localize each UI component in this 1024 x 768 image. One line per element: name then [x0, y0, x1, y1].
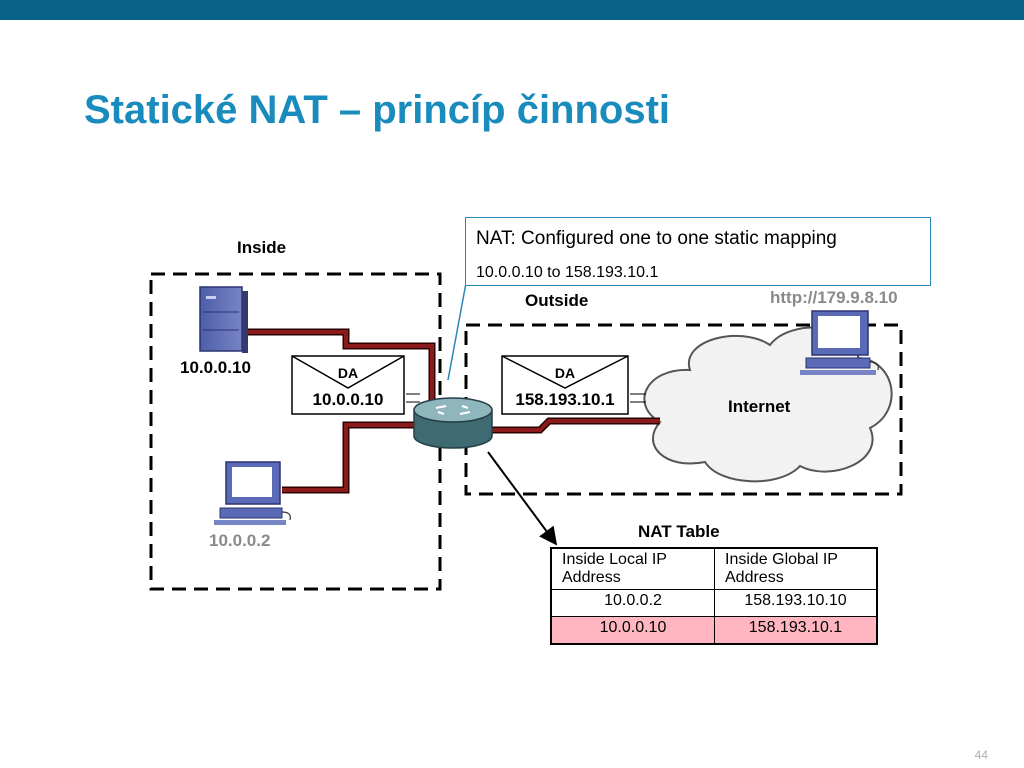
- header-inside-global: Inside Global IP Address: [714, 547, 878, 590]
- top-bar: [0, 0, 1024, 20]
- table-row: 10.0.0.2 158.193.10.10: [550, 589, 878, 617]
- cell-global-ip: 158.193.10.10: [714, 589, 878, 617]
- page-number: 44: [974, 748, 988, 762]
- nat-table: Inside Local IP Address Inside Global IP…: [550, 547, 878, 645]
- router-icon: [413, 397, 493, 449]
- header-inside-local: Inside Local IP Address: [550, 547, 715, 590]
- packet-envelope-outside: [501, 355, 646, 415]
- table-header-row: Inside Local IP Address Inside Global IP…: [550, 547, 878, 590]
- callout-line-1: NAT: Configured one to one static mappin…: [476, 228, 837, 249]
- packet-envelope-inside: [291, 355, 420, 415]
- remote-url-label: http://179.9.8.10: [770, 288, 898, 307]
- table-arrow: [487, 451, 558, 546]
- pc-icon: [214, 461, 291, 525]
- outside-label: Outside: [525, 291, 589, 310]
- cell-global-ip: 158.193.10.1: [714, 616, 878, 645]
- inside-packet-address: 10.0.0.10: [312, 390, 384, 409]
- table-row-highlighted: 10.0.0.10 158.193.10.1: [550, 616, 878, 645]
- cell-local-ip: 10.0.0.10: [550, 616, 715, 645]
- inside-packet-header: DA: [337, 365, 359, 381]
- server-icon: [199, 286, 248, 353]
- pc-ip-label: 10.0.0.2: [209, 531, 271, 550]
- inside-zone: [149, 272, 442, 591]
- cell-local-ip: 10.0.0.2: [550, 589, 715, 617]
- network-links: [244, 328, 660, 494]
- nat-callout: NAT: Configured one to one static mappin…: [465, 217, 931, 286]
- slide-title: Statické NAT – princíp činnosti: [84, 88, 671, 132]
- remote-pc-icon: [800, 310, 879, 375]
- nat-table-title: NAT Table: [638, 522, 720, 541]
- internet-label: Internet: [728, 397, 791, 416]
- outside-packet-address: 158.193.10.1: [515, 390, 615, 409]
- inside-label: Inside: [237, 238, 287, 257]
- server-ip-label: 10.0.0.10: [180, 358, 251, 377]
- callout-pointer: [447, 282, 467, 381]
- outside-packet-header: DA: [554, 365, 576, 381]
- callout-line-2: 10.0.0.10 to 158.193.10.1: [476, 264, 659, 281]
